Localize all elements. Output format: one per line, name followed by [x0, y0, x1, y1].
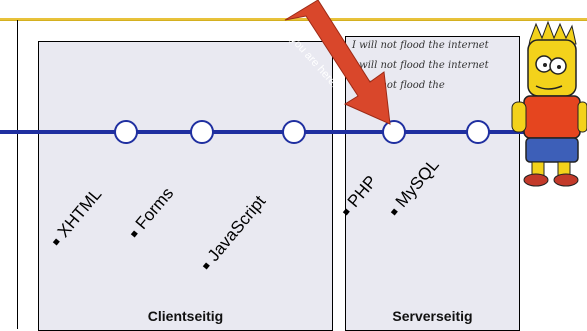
client-side-label: Clientseitig — [147, 308, 224, 324]
milestone-php — [382, 120, 406, 144]
chalk-line-2: I will not flood the internet — [352, 60, 489, 71]
chalkboard-text: I will not flood the internet I will not… — [348, 38, 516, 108]
cartoon-character-illustration — [511, 20, 587, 187]
milestone-mysql — [466, 120, 490, 144]
server-side-label: Serverseitig — [392, 308, 473, 324]
milestone-xhtml — [114, 120, 138, 144]
you-are-here-arrow — [284, 0, 391, 125]
chalk-line-1: I will not flood the internet — [352, 40, 489, 51]
left-rule — [17, 20, 18, 329]
client-side-panel: Clientseitig — [38, 41, 333, 331]
milestone-forms — [190, 120, 214, 144]
top-accent-strip — [0, 18, 587, 20]
top-bar — [0, 0, 587, 21]
chalk-line-3: I will not flood the — [352, 80, 445, 91]
milestone-javascript — [282, 120, 306, 144]
